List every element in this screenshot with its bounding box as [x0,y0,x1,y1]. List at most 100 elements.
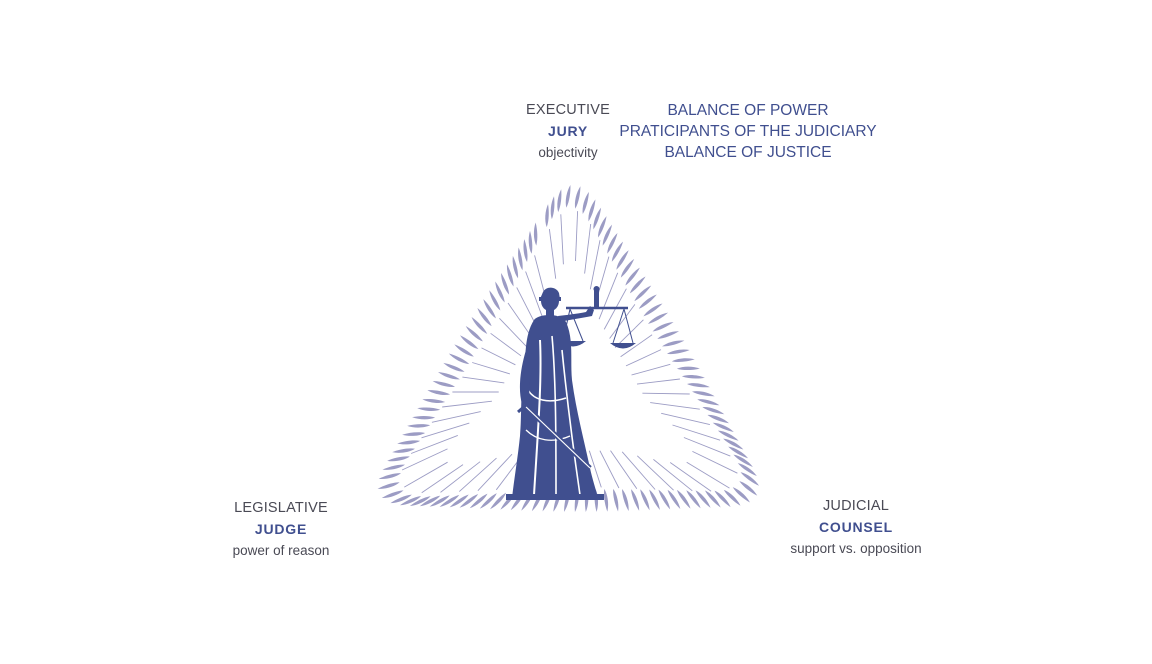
feather-stroke [649,489,660,510]
feather-stroke [533,222,538,246]
thin-ray [472,362,511,375]
legislative-name: JUDGE [254,521,308,537]
feather-stroke [593,207,602,230]
feather-stroke [676,489,691,509]
thin-ray [401,448,448,471]
inner-rays [401,211,738,494]
thin-ray [620,334,653,358]
feather-stroke [712,422,734,432]
thin-ray [575,211,579,262]
feather-stroke [390,494,412,504]
thin-ray [421,422,470,439]
feather-stroke [429,495,450,507]
feather-stroke [686,490,701,509]
thin-ray [499,317,527,348]
feather-stroke [528,230,533,254]
feather-stroke [676,366,700,371]
feather-stroke [454,344,474,357]
feather-stroke [490,492,507,510]
feather-stroke [449,494,469,508]
thin-ray [614,319,644,348]
feather-stroke [704,490,721,508]
thin-ray [507,302,533,338]
feather-stroke [740,472,760,486]
thin-ray [458,457,497,492]
feather-stroke [602,224,613,246]
feather-stroke [634,285,652,302]
feather-stroke [640,489,650,511]
feather-stroke [479,493,497,509]
thin-ray [669,462,712,492]
feather-stroke [378,473,402,480]
feather-stroke [557,189,562,213]
feather-stroke [495,281,505,303]
thin-ray [672,424,721,441]
thin-ray [686,461,730,489]
thin-ray [481,347,516,366]
feather-stroke [483,299,496,319]
thin-ray [584,223,592,274]
feather-stroke [550,196,555,220]
feather-stroke [448,353,470,365]
feather-stroke [465,326,483,342]
feather-stroke [518,247,523,271]
feather-stroke [629,276,646,294]
feather-stroke [598,216,607,238]
thin-ray [431,411,481,423]
thin-ray [442,400,492,408]
feather-stroke [607,233,618,254]
feather-stroke [714,490,731,508]
feather-stroke [409,496,431,506]
thin-ray [598,272,619,320]
feather-stroke [588,199,596,222]
feather-stroke [459,494,479,508]
feather-stroke [638,294,657,309]
thin-ray [609,304,636,339]
thin-ray [653,459,693,492]
thin-ray [462,376,505,384]
feather-stroke [657,331,680,339]
feather-stroke [739,481,758,496]
feather-stroke [631,489,640,511]
feather-stroke [419,495,441,507]
feather-stroke [652,321,674,332]
feather-stroke [382,464,405,470]
legislative-description: power of reason [232,543,330,558]
feather-stroke [611,241,624,262]
thin-ray [525,271,544,319]
feather-stroke [717,430,739,441]
thin-ray [477,453,513,492]
feather-stroke [392,448,415,453]
feather-stroke [647,312,669,324]
feather-stroke [723,438,744,450]
feather-stroke [658,489,671,510]
feather-stroke [681,374,705,379]
feather-stroke [732,487,750,503]
feather-stroke [565,185,571,208]
thin-ray [650,402,700,410]
thin-ray [421,464,464,494]
feather-stroke [501,272,510,295]
judicial-label-group: JUDICIAL COUNSEL support vs. opposition [770,496,942,559]
feather-stroke [620,258,635,278]
feather-stroke [512,255,519,279]
feather-stroke [728,446,749,459]
thin-ray [588,450,602,488]
thin-ray [548,229,557,279]
thin-ray [599,450,620,489]
feather-stroke [686,383,710,388]
thin-ray [625,349,662,367]
lady-justice-icon [506,286,636,500]
feather-stroke [387,456,410,462]
title-line-1: BALANCE OF POWER [667,102,829,119]
feather-stroke [707,414,730,424]
judicial-role: JUDICIAL [822,498,890,514]
feather-stroke [427,390,451,395]
feather-stroke [667,489,681,510]
feather-stroke [399,495,422,506]
thin-ray [404,461,448,488]
feather-stroke [489,290,501,311]
feather-stroke [471,316,488,334]
feather-stroke [733,454,753,467]
